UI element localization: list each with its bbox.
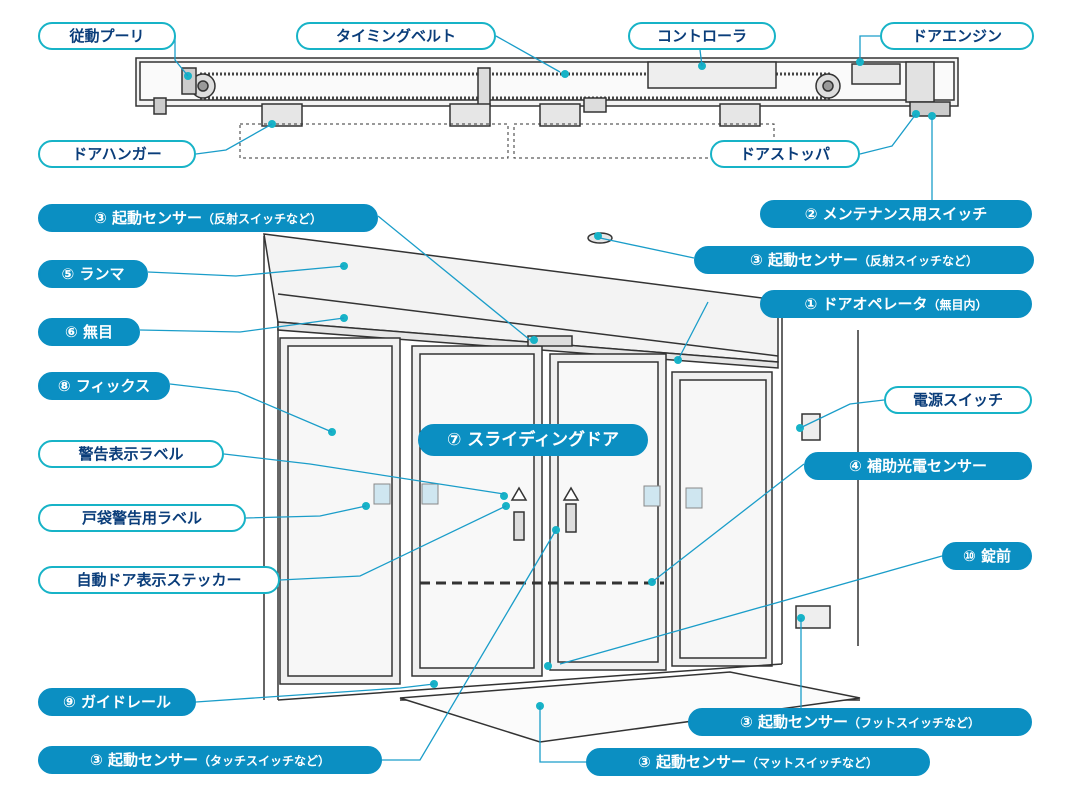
label-fix: ⑧ フィックス	[38, 372, 170, 400]
label-start-sensor-reflect-left-note: （反射スイッチなど）	[201, 212, 322, 226]
mechanism-markers	[184, 58, 936, 128]
label-pocket-warning-label: 戸袋警告用ラベル	[38, 504, 246, 532]
label-lock: ⑩ 錠前	[942, 542, 1032, 570]
label-start-sensor-touch-note: （タッチスイッチなど）	[197, 754, 330, 768]
label-timing-belt: タイミングベルト	[296, 22, 496, 50]
door-operator-mechanism	[135, 57, 959, 159]
label-start-sensor-touch: ③ 起動センサー（タッチスイッチなど）	[38, 746, 382, 774]
label-start-sensor-foot-main: ③ 起動センサー	[740, 713, 848, 731]
label-warning-label: 警告表示ラベル	[38, 440, 224, 468]
label-guide-rail: ⑨ ガイドレール	[38, 688, 196, 716]
label-transom: ⑤ ランマ	[38, 260, 148, 288]
leader-lines	[139, 35, 943, 763]
label-start-sensor-reflect-right: ③ 起動センサー（反射スイッチなど）	[694, 246, 1034, 274]
label-sliding-door: ⑦ スライディングドア	[418, 424, 648, 456]
label-door-engine: ドアエンジン	[880, 22, 1034, 50]
label-door-operator-note: （無目内）	[927, 298, 988, 312]
label-door-operator-main: ① ドアオペレータ	[804, 295, 928, 313]
label-door-operator: ① ドアオペレータ（無目内）	[760, 290, 1032, 318]
label-start-sensor-foot: ③ 起動センサー（フットスイッチなど）	[688, 708, 1032, 736]
label-power-switch: 電源スイッチ	[884, 386, 1032, 414]
door-elevation	[263, 232, 861, 743]
label-aux-photoelectric-sensor: ④ 補助光電センサー	[804, 452, 1032, 480]
label-auto-door-sticker: 自動ドア表示ステッカー	[38, 566, 280, 594]
door-stickers	[373, 483, 703, 509]
label-maintenance-switch: ② メンテナンス用スイッチ	[760, 200, 1032, 228]
label-start-sensor-reflect-right-main: ③ 起動センサー	[750, 251, 858, 269]
label-start-sensor-touch-main: ③ 起動センサー	[90, 751, 198, 769]
label-start-sensor-mat-note: （マットスイッチなど）	[745, 756, 878, 770]
label-start-sensor-foot-note: （フットスイッチなど）	[847, 716, 980, 730]
label-start-sensor-reflect-right-note: （反射スイッチなど）	[857, 254, 978, 268]
label-start-sensor-reflect-left-main: ③ 起動センサー	[94, 209, 202, 227]
label-start-sensor-mat-main: ③ 起動センサー	[638, 753, 746, 771]
label-door-hanger: ドアハンガー	[38, 140, 196, 168]
label-driven-pulley: 従動プーリ	[38, 22, 176, 50]
label-start-sensor-reflect-left: ③ 起動センサー（反射スイッチなど）	[38, 204, 378, 232]
label-mullion: ⑥ 無目	[38, 318, 140, 346]
label-door-stopper: ドアストッパ	[710, 140, 860, 168]
label-controller: コントローラ	[628, 22, 776, 50]
label-start-sensor-mat: ③ 起動センサー（マットスイッチなど）	[586, 748, 930, 776]
